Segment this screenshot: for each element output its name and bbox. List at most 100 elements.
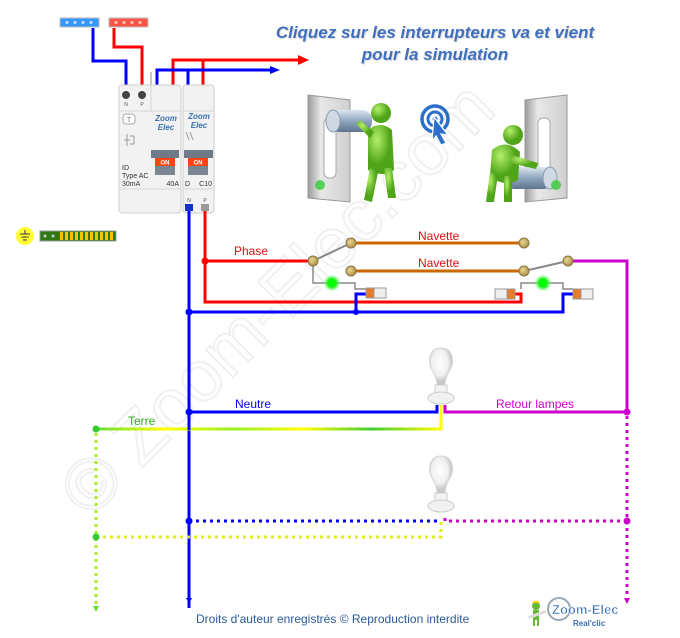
- rcd-symbol-icon: [124, 134, 135, 146]
- figure-right: [486, 125, 538, 202]
- switch-2-connector-right: [572, 288, 594, 300]
- mascot-icon: [528, 600, 547, 626]
- logo-tagline: Real'clic: [573, 619, 606, 628]
- neutral-supply-wire: [91, 28, 128, 85]
- earth-bar-terminal: [85, 232, 88, 240]
- switch-1-terminal-l1: [345, 237, 357, 249]
- earth-bar-terminal: [105, 232, 108, 240]
- terre-wire: [96, 405, 443, 431]
- copyright-notice: Droits d'auteur enregistrés © Reproducti…: [196, 612, 470, 626]
- switch-2-schematic[interactable]: [494, 237, 594, 300]
- test-button[interactable]: [122, 113, 136, 125]
- earth-bar-terminal: [95, 232, 98, 240]
- earth-bar-terminal: [75, 232, 78, 240]
- svg-text:Zoom: Zoom: [154, 114, 177, 123]
- neutral-led-wire: [354, 292, 366, 312]
- neutral-out-wire: [155, 68, 272, 85]
- switch-1-schematic[interactable]: [307, 237, 387, 299]
- switch-2-contact: [523, 260, 569, 272]
- earth-icon: [16, 227, 34, 245]
- phase-arrow: [298, 55, 309, 65]
- neutral-junction: [185, 308, 193, 316]
- retour-junction: [623, 408, 631, 416]
- terre-junction-2: [92, 533, 100, 541]
- instruction-title: Cliquez sur les interrupteurs va et vien…: [230, 22, 640, 66]
- extension-wires: [94, 413, 629, 605]
- neutral-junction-3: [185, 408, 193, 416]
- switch-2-connector-left: [494, 288, 516, 300]
- switch-2-terminal-l1: [518, 237, 530, 249]
- navette-label-bottom: Navette: [418, 256, 460, 270]
- svg-text:Elec: Elec: [191, 121, 208, 130]
- mcb-symbol-icon: [185, 131, 194, 141]
- svg-text:ON: ON: [194, 161, 203, 167]
- earth-bar: [16, 227, 117, 245]
- instruction-line-1: Cliquez sur les interrupteurs va et vien…: [275, 23, 595, 42]
- navette-label-top: Navette: [418, 229, 460, 243]
- phase-label: Phase: [234, 244, 268, 258]
- phase-supply-wire: [112, 28, 144, 85]
- svg-text:C10: C10: [199, 181, 212, 188]
- phase-junction: [201, 257, 209, 265]
- switch-1-common-terminal: [307, 255, 319, 267]
- neutral-arrow: [270, 66, 280, 74]
- svg-text:N: N: [187, 198, 191, 204]
- neutral-down-arrow: [186, 598, 192, 604]
- svg-text:ON: ON: [161, 161, 170, 167]
- zoom-elec-logo[interactable]: Zoom-Elec Real'clic: [526, 596, 626, 630]
- earth-bar-terminal: [110, 232, 113, 240]
- svg-text:ID: ID: [122, 165, 129, 172]
- switch-1-terminal-l2: [345, 265, 357, 277]
- switch-illustration-left[interactable]: [307, 94, 396, 203]
- svg-text:Type AC: Type AC: [122, 173, 148, 180]
- terre-junction: [92, 425, 100, 433]
- svg-text:P: P: [140, 102, 144, 108]
- switch-2-common-terminal: [562, 255, 574, 267]
- svg-text:Zoom: Zoom: [187, 112, 210, 121]
- terre-down-arrow: [93, 606, 99, 612]
- rcd-breaker: N P T Zoom Elec ON ID Type AC 30mA 40A: [118, 84, 182, 214]
- neutre-label: Neutre: [235, 397, 271, 411]
- mcb-terminal-n: [185, 204, 193, 211]
- neutral-lamp1-wire: [189, 405, 439, 414]
- retour-down-arrow: [624, 598, 630, 604]
- earth-bar-terminal: [60, 232, 63, 240]
- earth-bar-terminal: [80, 232, 83, 240]
- svg-text:D: D: [185, 181, 190, 188]
- phase-return-wire: [203, 261, 523, 304]
- earth-bar-terminal: [90, 232, 93, 240]
- switch-illustration-right[interactable]: [486, 94, 568, 203]
- retour-junction-2: [623, 517, 631, 525]
- earth-bar-terminal: [65, 232, 68, 240]
- svg-text:P: P: [203, 198, 207, 204]
- lamp-2: [427, 455, 455, 513]
- lamp-1: [427, 347, 455, 405]
- earth-bar-terminal: [100, 232, 103, 240]
- mcb-toggle-lever[interactable]: ON: [184, 150, 213, 175]
- instruction-line-2: pour la simulation: [361, 45, 509, 64]
- retour-lampes-label: Retour lampes: [496, 397, 574, 411]
- svg-text:T: T: [127, 117, 132, 124]
- phase-supply-bar: [108, 17, 149, 28]
- switch-1-connector: [365, 287, 387, 299]
- neutral-switch-wire: [189, 292, 573, 314]
- neutral-supply-bar: [59, 17, 100, 28]
- svg-text:N: N: [124, 102, 128, 108]
- logo-brand: Zoom-Elec: [552, 602, 618, 617]
- earth-bar-terminal: [70, 232, 73, 240]
- mcb-terminal-p: [201, 204, 209, 211]
- switch-illustration-right-led: [551, 180, 561, 190]
- figure-left: [356, 103, 396, 202]
- click-pointer-icon: [420, 104, 450, 146]
- rcd-toggle-lever[interactable]: ON: [151, 150, 179, 175]
- switch-2-terminal-l2: [518, 265, 530, 277]
- mcb-breaker: Zoom Elec ON D C10 N P: [182, 84, 215, 214]
- svg-text:40A: 40A: [167, 181, 180, 188]
- svg-text:Elec: Elec: [158, 123, 175, 132]
- switch-illustration-left-led: [315, 180, 325, 190]
- terminal-screw-n: [122, 91, 130, 99]
- terre-label: Terre: [128, 414, 156, 428]
- terminal-screw-p: [138, 91, 146, 99]
- phase-out-wire: [171, 58, 300, 85]
